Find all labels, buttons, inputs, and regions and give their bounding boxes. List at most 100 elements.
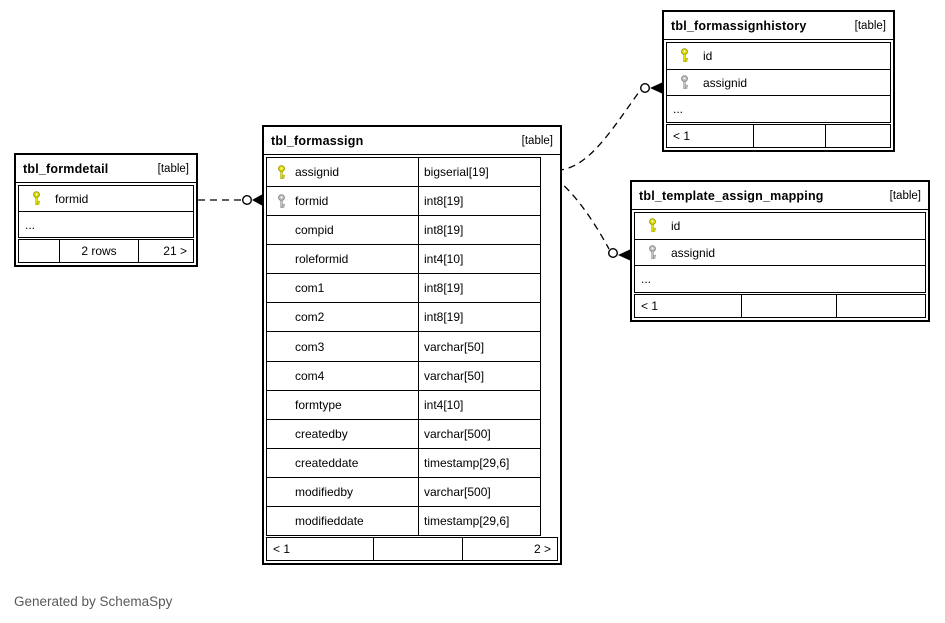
- primary-key-icon: [276, 164, 287, 180]
- column-name-cell: modifieddate: [267, 506, 419, 536]
- column-row-formid[interactable]: formid int8[19]: [266, 186, 541, 217]
- column-name-text: ...: [673, 102, 684, 117]
- edge-arrowhead: [252, 194, 262, 206]
- table-node-tbl_formassignhistory[interactable]: tbl_formassignhistory [table] id assignid…: [662, 10, 895, 152]
- column-name-cell: createdby: [267, 419, 419, 448]
- footer-cell-2-: 2 >: [462, 538, 557, 560]
- column-name-text: assignid: [671, 245, 716, 260]
- column-rows: formid...: [18, 185, 194, 238]
- column-type-cell: varchar[50]: [424, 339, 485, 354]
- column-row-com4[interactable]: com4 varchar[50]: [266, 360, 541, 391]
- column-name-cell: com4: [267, 361, 419, 390]
- footer-cell-empty: [741, 295, 836, 317]
- column-name-cell: assignid: [667, 70, 890, 96]
- column-rows: assignid bigserial[19] formid int8[19] compi…: [266, 157, 541, 537]
- column-row-formtype[interactable]: formtype int4[10]: [266, 389, 541, 420]
- edge-circle: [241, 194, 252, 205]
- table-node-tbl_formassign[interactable]: tbl_formassign [table] assignid bigserial…: [262, 125, 562, 565]
- column-name-cell: assignid: [635, 240, 925, 266]
- column-name-cell: id: [667, 43, 890, 69]
- column-row-createddate[interactable]: createddate timestamp[29,6]: [266, 447, 541, 478]
- column-type-cell: int4[10]: [424, 252, 464, 267]
- primary-key-icon: [679, 48, 690, 63]
- column-row-roleformid[interactable]: roleformid int4[10]: [266, 244, 541, 275]
- ellipsis-row: ...: [18, 211, 194, 238]
- column-rows: id assignid...: [634, 212, 926, 294]
- table-header[interactable]: tbl_formdetail [table]: [16, 155, 196, 183]
- column-name-text: com1: [295, 281, 325, 296]
- column-name-text: assignid: [295, 165, 340, 180]
- column-name-text: createdby: [295, 426, 348, 441]
- column-rows: id assignid...: [666, 42, 891, 124]
- column-type-cell: int8[19]: [424, 194, 464, 209]
- column-row-formid[interactable]: formid: [18, 185, 194, 212]
- column-row-assignid[interactable]: assignid: [634, 238, 926, 267]
- foreign-key-icon: [679, 75, 690, 90]
- column-name-cell: assignid: [267, 158, 419, 187]
- primary-key-icon: [647, 218, 658, 233]
- table-title[interactable]: tbl_formassignhistory: [671, 18, 807, 33]
- table-title[interactable]: tbl_formassign: [271, 133, 364, 148]
- table-tag: [table]: [889, 189, 921, 202]
- column-name-cell: id: [635, 213, 925, 239]
- column-type-cell: int8[19]: [424, 310, 464, 325]
- table-title[interactable]: tbl_formdetail: [23, 161, 109, 176]
- table-node-tbl_template_assign_mapping[interactable]: tbl_template_assign_mapping [table] id as…: [630, 180, 930, 322]
- table-header[interactable]: tbl_template_assign_mapping [table]: [632, 182, 928, 210]
- ellipsis-row: ...: [666, 95, 891, 124]
- column-name-cell: formid: [267, 187, 419, 216]
- column-row-id[interactable]: id: [666, 42, 891, 70]
- column-name-text: com3: [295, 339, 325, 354]
- column-row-id[interactable]: id: [634, 212, 926, 240]
- column-name-cell: formtype: [267, 390, 419, 419]
- footer-cell-empty: [753, 125, 825, 147]
- column-name-text: createddate: [295, 455, 359, 470]
- table-footer: < 1: [666, 124, 891, 148]
- column-row-com2[interactable]: com2 int8[19]: [266, 302, 541, 333]
- column-type-cell: varchar[500]: [424, 426, 491, 441]
- table-header[interactable]: tbl_formassign [table]: [264, 127, 560, 155]
- table-footer: < 1: [634, 294, 926, 318]
- column-name-text: ...: [641, 272, 652, 287]
- column-row-assignid[interactable]: assignid: [666, 68, 891, 97]
- footer-cell-empty: [19, 240, 59, 262]
- column-row-com3[interactable]: com3 varchar[50]: [266, 331, 541, 362]
- edge-formassign-formassignhistory: [544, 82, 662, 171]
- column-name-text: compid: [295, 223, 334, 238]
- primary-key-icon: [31, 191, 42, 206]
- column-row-assignid[interactable]: assignid bigserial[19]: [266, 157, 541, 188]
- column-type-cell: bigserial[19]: [424, 165, 489, 180]
- footer-cell-empty: [836, 295, 925, 317]
- edge-formdetail-formassign: [198, 194, 262, 206]
- foreign-key-icon: [276, 193, 287, 209]
- table-tag: [table]: [854, 19, 886, 32]
- edge-arrowhead: [618, 249, 630, 261]
- column-name-text: formtype: [295, 397, 342, 412]
- table-header[interactable]: tbl_formassignhistory [table]: [664, 12, 893, 40]
- foreign-key-icon: [647, 245, 658, 260]
- column-name-cell: ...: [667, 96, 890, 122]
- column-name-cell: com2: [267, 303, 419, 332]
- column-name-text: com2: [295, 310, 325, 325]
- column-name-text: roleformid: [295, 252, 349, 267]
- table-title[interactable]: tbl_template_assign_mapping: [639, 188, 824, 203]
- column-name-text: ...: [25, 217, 36, 232]
- column-row-createdby[interactable]: createdby varchar[500]: [266, 418, 541, 449]
- table-tag: [table]: [521, 134, 553, 147]
- generated-by-note: Generated by SchemaSpy: [14, 594, 173, 609]
- column-name-text: id: [703, 48, 713, 63]
- column-name-cell: formid: [19, 186, 193, 211]
- column-type-cell: varchar[50]: [424, 368, 485, 383]
- footer-cell--1: < 1: [641, 299, 659, 313]
- footer-cell-empty: [373, 538, 462, 560]
- column-type-cell: int4[10]: [424, 397, 464, 412]
- edge-circle: [608, 247, 619, 258]
- column-name-cell: ...: [635, 266, 925, 292]
- column-type-cell: timestamp[29,6]: [424, 455, 510, 470]
